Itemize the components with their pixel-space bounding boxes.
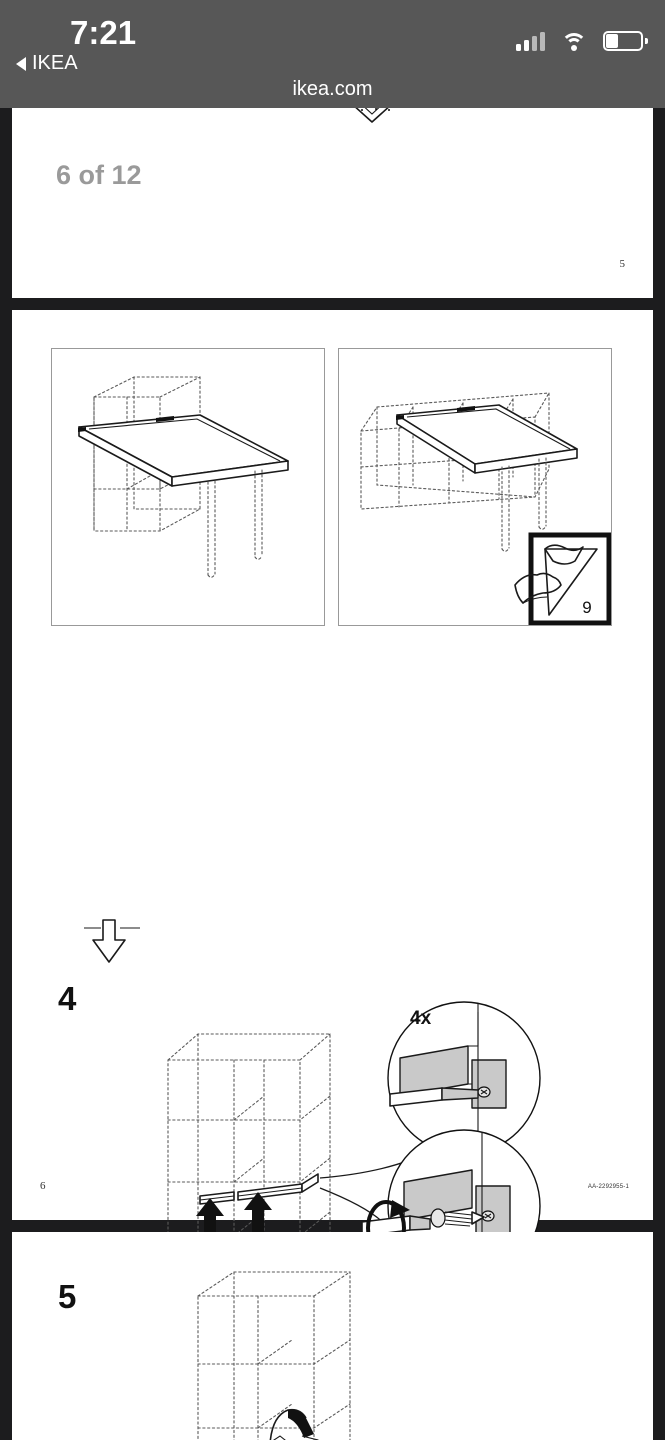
cellular-signal-icon xyxy=(516,31,545,51)
status-bar-clock: 7:21 xyxy=(70,14,137,51)
document-page: 9 4 xyxy=(12,310,653,1291)
wifi-icon xyxy=(561,31,587,51)
page-number: 6 xyxy=(40,1180,46,1192)
pdf-viewer[interactable]: 6 of 12 5 xyxy=(0,108,665,1440)
document-page: 5 xyxy=(12,1232,653,1440)
address-bar[interactable]: ikea.com xyxy=(0,70,665,108)
quantity-label: 4x xyxy=(410,1008,432,1029)
illustration-panel-left xyxy=(51,348,325,626)
illustration-panel-right: 9 xyxy=(338,348,612,626)
battery-icon xyxy=(603,31,648,51)
status-bar-indicators xyxy=(516,31,648,51)
document-page: 6 of 12 5 xyxy=(12,108,653,298)
illustration-step-5 xyxy=(172,1258,472,1440)
document-code: AA-2292955-1 xyxy=(587,1184,629,1190)
address-bar-url: ikea.com xyxy=(292,77,373,100)
browser-chrome: 7:21 IKEA ikea.com xyxy=(0,0,665,108)
back-to-app-label: IKEA xyxy=(32,52,78,74)
step-number: 5 xyxy=(58,1278,77,1315)
illustration-partial-top xyxy=(12,108,653,134)
back-to-app-button[interactable]: IKEA xyxy=(16,52,78,75)
arrow-down-icon xyxy=(84,918,140,966)
inset-page-reference: 9 xyxy=(582,598,591,617)
step-number: 4 xyxy=(58,980,77,1017)
status-bar: 7:21 IKEA xyxy=(0,0,665,75)
triangle-left-icon xyxy=(16,56,26,71)
page-number: 5 xyxy=(619,258,626,270)
page-indicator: 6 of 12 xyxy=(56,160,142,190)
